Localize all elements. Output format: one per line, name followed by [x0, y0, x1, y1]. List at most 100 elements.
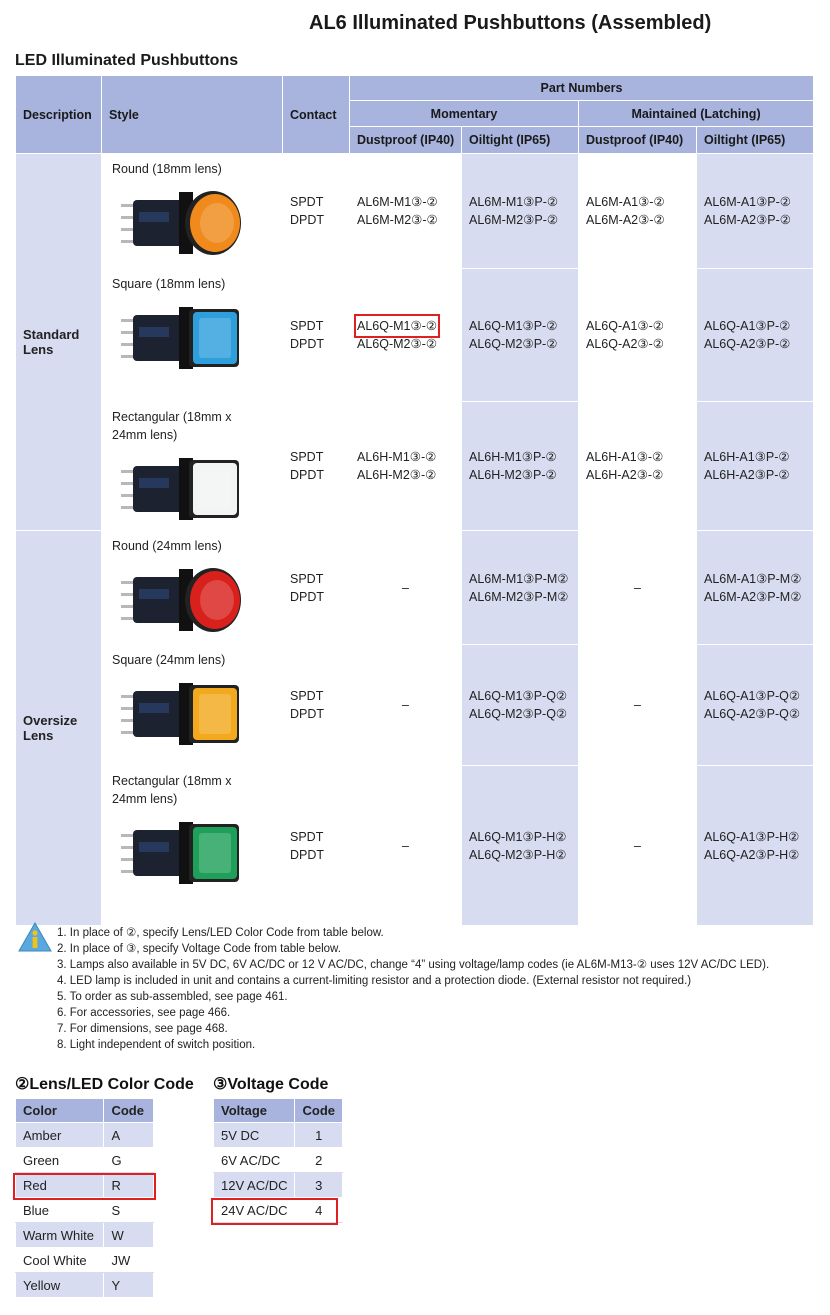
- part-number: AL6Q-M2③P-H②: [469, 846, 571, 864]
- part-text: DPDT: [290, 847, 325, 862]
- contact-type: SPDT: [290, 317, 342, 335]
- part-text: AL6Q-M1③P-H②: [469, 829, 567, 844]
- style-cell: Rectangular (18mm x 24mm lens): [101, 401, 283, 531]
- part-number: AL6Q-A2③-②: [586, 335, 689, 353]
- part-text: AL6M-M1③P-M②: [469, 571, 569, 586]
- code-value: A: [103, 1122, 154, 1148]
- maintained-dustproof-cell: –: [578, 644, 697, 766]
- info-icon: [18, 922, 52, 952]
- part-text: AL6H-M2③-②: [357, 468, 437, 482]
- code-value: G: [103, 1147, 154, 1173]
- pushbutton-image-wrap: [109, 448, 275, 530]
- part-text: –: [402, 580, 409, 595]
- style-cell: Square (24mm lens): [101, 644, 283, 766]
- pushbutton-image-wrap: [109, 812, 275, 894]
- style-label: Round (24mm lens): [112, 539, 222, 553]
- header-maintained-oiltight: Oiltight (IP65): [695, 126, 815, 154]
- part-number: AL6H-A2③-②: [586, 466, 689, 484]
- part-text: DPDT: [290, 337, 325, 351]
- part-text: AL6H-M1③-②: [357, 450, 437, 464]
- voltage-code-header-voltage: Voltage: [212, 1098, 296, 1123]
- part-text: –: [634, 580, 641, 595]
- header-momentary-dustproof: Dustproof (IP40): [349, 126, 462, 154]
- contact-type: DPDT: [290, 335, 342, 353]
- part-text: SPDT: [290, 689, 324, 703]
- part-number: AL6H-A1③P-②: [704, 448, 806, 466]
- part-text: AL6M-A1③P-②: [704, 195, 792, 209]
- contact-type: SPDT: [290, 448, 342, 466]
- part-text: AL6M-M1③P-②: [469, 195, 559, 209]
- part-number: AL6H-A1③-②: [586, 448, 689, 466]
- note-5: 5. To order as sub-assembled, see page 4…: [57, 991, 288, 1003]
- part-number-table: Description Style Contact Part Numbers M…: [15, 75, 815, 926]
- part-text: AL6Q-M2③P-②: [469, 337, 558, 351]
- pushbutton-image-wrap: [109, 182, 275, 264]
- part-number: AL6Q-M2③-②: [357, 335, 454, 353]
- momentary-oiltight-cell: AL6M-M1③P-M② AL6M-M2③P-M②: [461, 530, 579, 645]
- contact-type: SPDT: [290, 687, 342, 705]
- table-row: Square (24mm lens) SPDT DPDT – AL6Q-M1③P-Q② A…: [16, 644, 815, 766]
- part-number: AL6M-M2③P-②: [469, 211, 571, 229]
- part-text: AL6Q-M1③P-②: [469, 319, 558, 333]
- code-label: Green: [14, 1147, 105, 1173]
- part-text: AL6Q-A2③P-Q②: [704, 707, 801, 721]
- part-number: AL6Q-A1③P-Q②: [704, 687, 806, 705]
- note-3: 3. Lamps also available in 5V DC, 6V AC/…: [57, 959, 770, 971]
- code-label: Cool White: [14, 1247, 105, 1273]
- note-4: 4. LED lamp is included in unit and cont…: [57, 975, 692, 987]
- header-style: Style: [101, 75, 283, 154]
- voltage-code-title: ③Voltage Code: [213, 1076, 329, 1093]
- color-code-title: ②Lens/LED Color Code: [15, 1076, 194, 1093]
- part-text: AL6M-A1③P-M②: [704, 571, 802, 586]
- note-8: 8. Light independent of switch position.: [57, 1039, 256, 1051]
- part-text: AL6Q-M2③-②: [357, 337, 438, 351]
- part-text: AL6H-A2③P-②: [704, 468, 790, 482]
- maintained-dustproof-cell: AL6H-A1③-② AL6H-A2③-②: [578, 401, 697, 531]
- part-number: AL6M-M2③-②: [357, 211, 454, 229]
- part-number: –: [357, 696, 454, 714]
- contact-type: SPDT: [290, 193, 342, 211]
- code-label: 24V AC/DC: [212, 1197, 296, 1223]
- part-text: AL6Q-M1③P-Q②: [469, 689, 568, 703]
- part-text: AL6M-M1③-②: [357, 195, 438, 209]
- part-text: –: [402, 838, 409, 853]
- maintained-dustproof-cell: –: [578, 530, 697, 645]
- section-title: LED Illuminated Pushbuttons: [15, 52, 239, 69]
- part-text: AL6H-A2③-②: [586, 468, 664, 482]
- part-text: DPDT: [290, 213, 325, 227]
- maintained-dustproof-cell: AL6M-A1③-② AL6M-A2③-②: [578, 153, 697, 269]
- part-text: AL6M-A1③-②: [586, 195, 665, 209]
- part-text: SPDT: [290, 829, 324, 844]
- code-label: Red: [14, 1172, 105, 1198]
- group-description: Oversize Lens: [15, 530, 102, 926]
- part-text: –: [402, 698, 409, 712]
- pushbutton-image-wrap: [109, 673, 275, 755]
- part-number: AL6M-M2③P-M②: [469, 588, 571, 606]
- part-number: AL6M-A1③P-M②: [704, 570, 806, 588]
- style-cell: Square (18mm lens): [101, 268, 283, 402]
- header-part-numbers: Part Numbers: [348, 75, 815, 101]
- style-label: Square (18mm lens): [112, 277, 226, 291]
- momentary-oiltight-cell: AL6Q-M1③P-H② AL6Q-M2③P-H②: [461, 765, 579, 926]
- code-value: 4: [294, 1197, 343, 1223]
- color-code-header-code: Code: [103, 1098, 154, 1123]
- pushbutton-image: [121, 307, 239, 369]
- part-text: –: [634, 698, 641, 712]
- part-number: –: [357, 579, 454, 597]
- part-text: DPDT: [290, 468, 325, 482]
- part-text: DPDT: [290, 707, 325, 721]
- part-text: AL6M-A2③-②: [586, 213, 665, 227]
- part-number: AL6M-M1③P-②: [469, 193, 571, 211]
- part-number: AL6H-M2③-②: [357, 466, 454, 484]
